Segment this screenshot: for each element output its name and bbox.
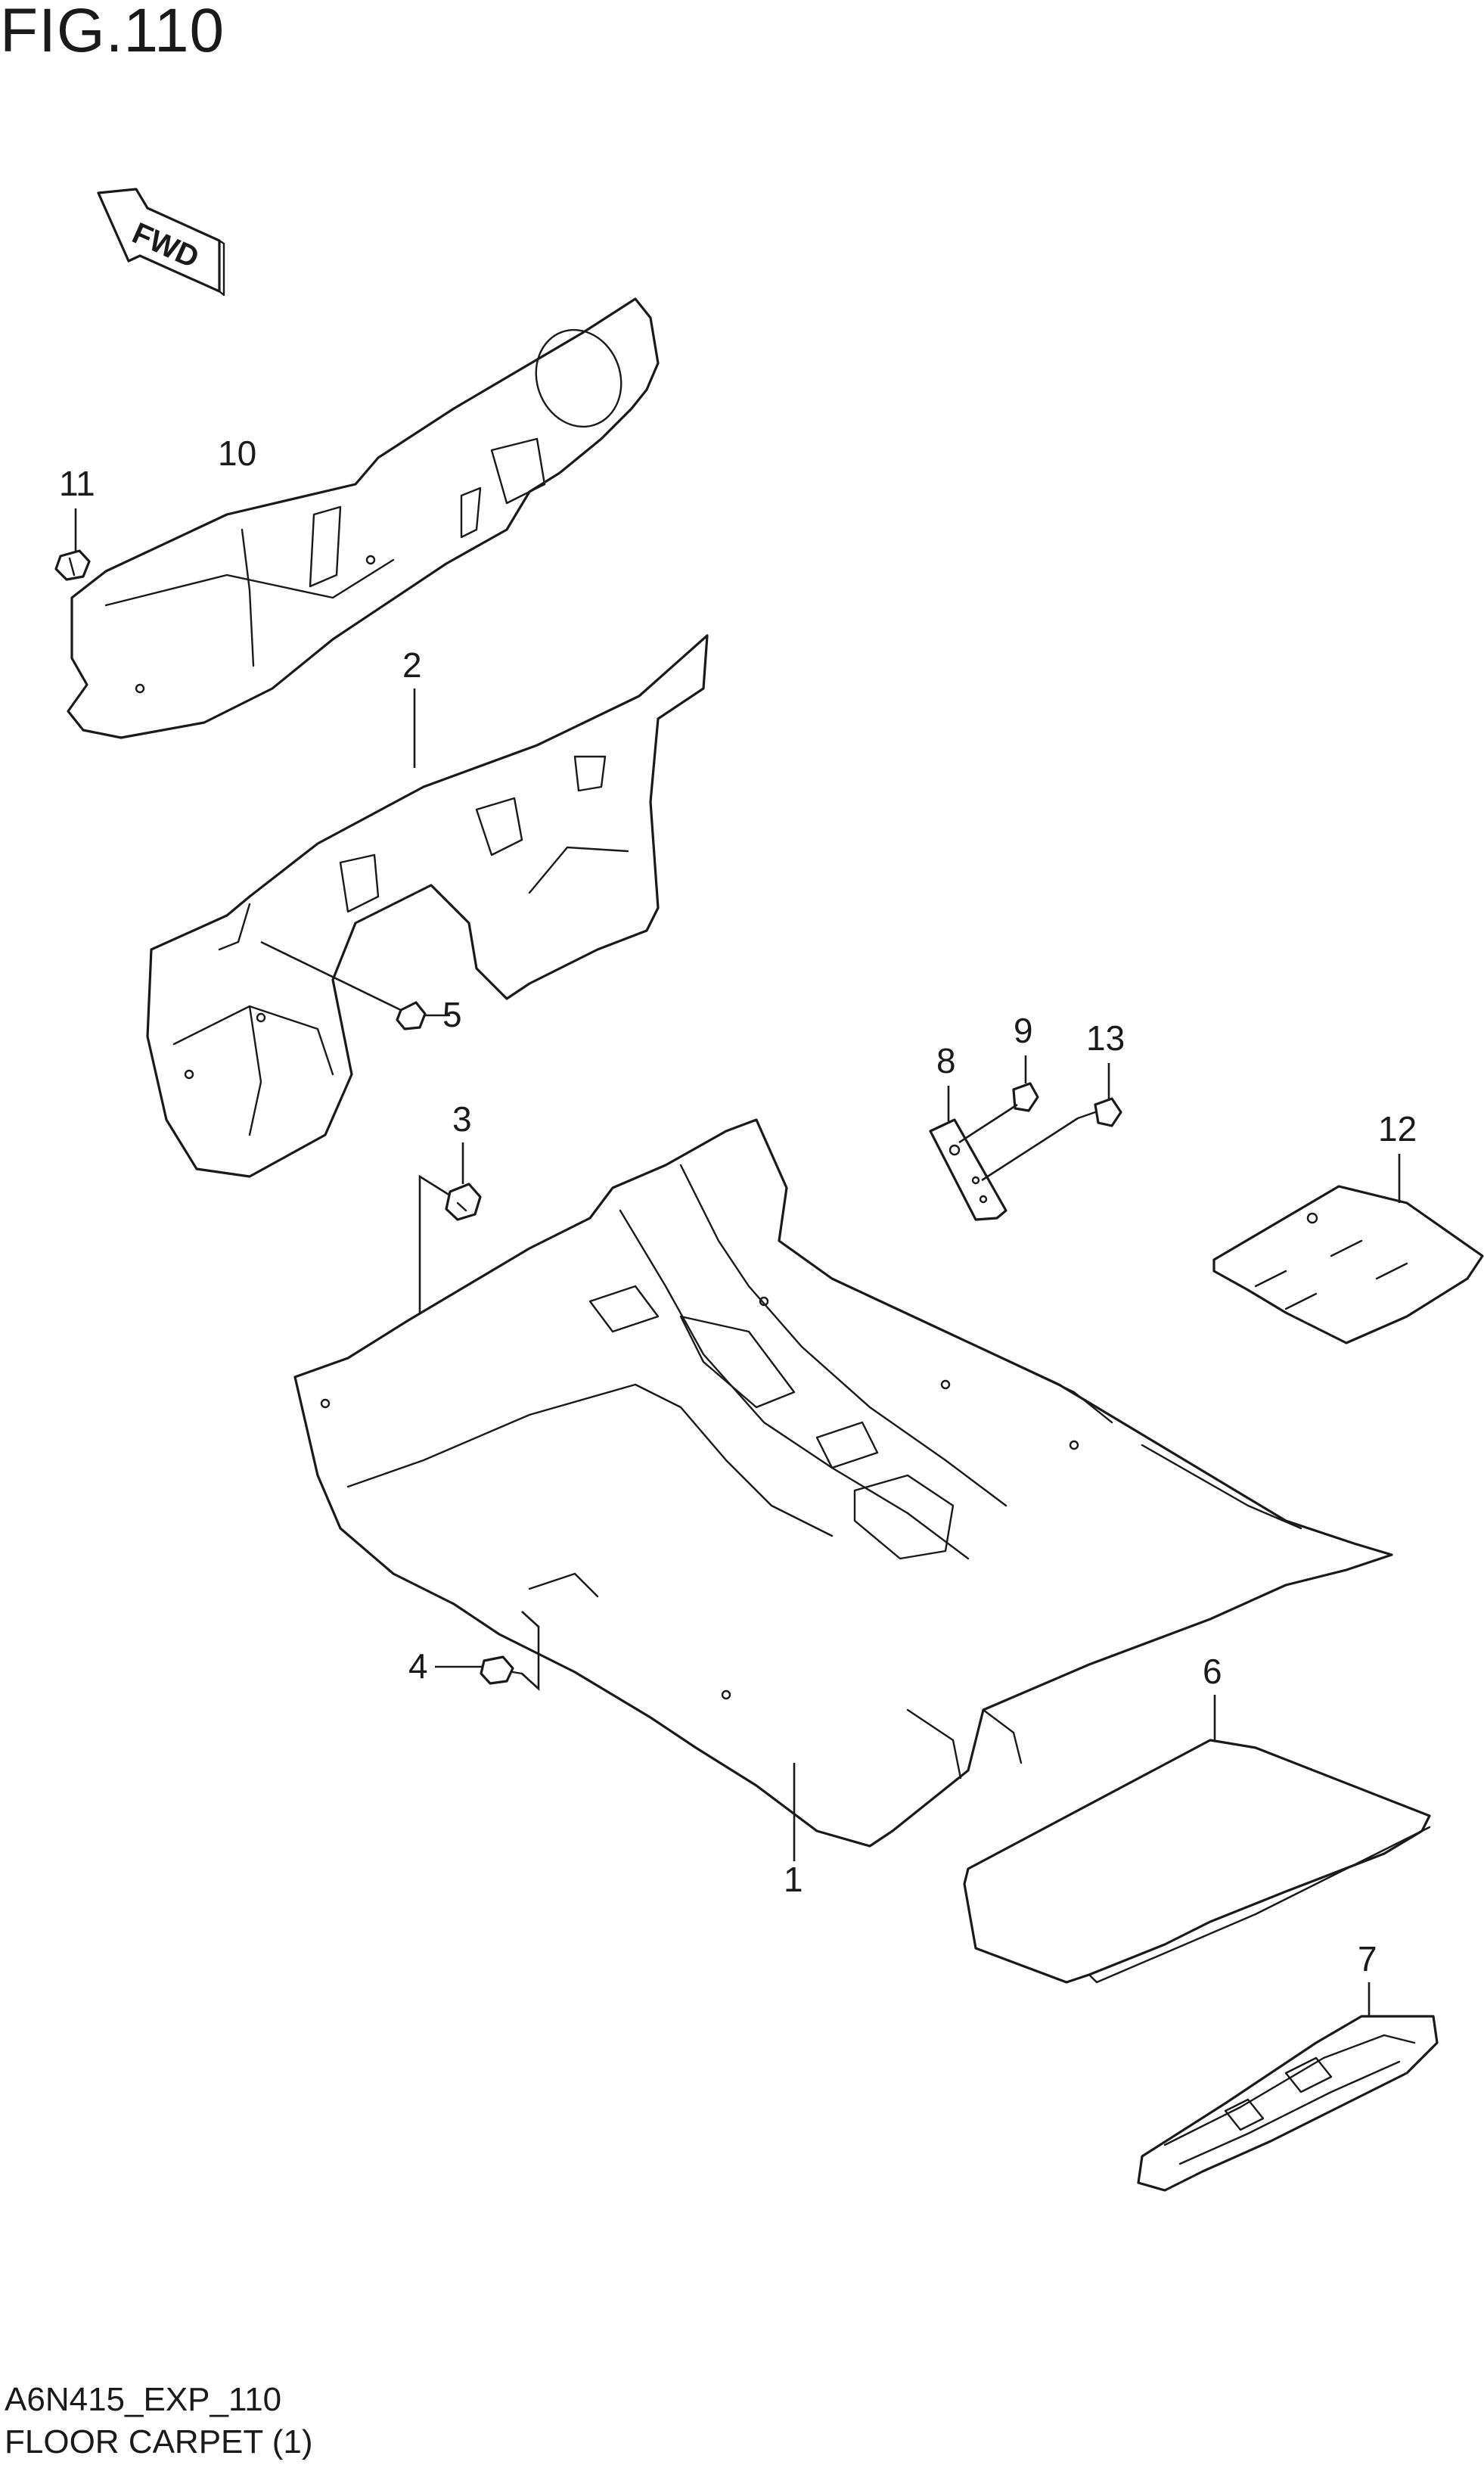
- callout-2: 2: [402, 645, 422, 685]
- figure-code: A6N415_EXP_110: [5, 2381, 282, 2418]
- callout-13: 13: [1086, 1018, 1125, 1058]
- callout-6: 6: [1203, 1652, 1222, 1691]
- part-6-floor-mat[interactable]: [963, 1695, 1431, 1984]
- part-13-screw[interactable]: [981, 1063, 1122, 1182]
- part-10-dash-silencer-upper[interactable]: [67, 297, 660, 739]
- callout-3: 3: [452, 1099, 472, 1139]
- figure-name: FLOOR CARPET (1): [5, 2423, 313, 2460]
- callout-9: 9: [1014, 1011, 1033, 1050]
- callout-5: 5: [442, 995, 462, 1034]
- forward-arrow-icon: [97, 188, 221, 293]
- callout-10: 10: [218, 434, 256, 473]
- callout-12: 12: [1378, 1109, 1417, 1149]
- callout-7: 7: [1358, 1939, 1377, 1978]
- callout-11: 11: [59, 464, 95, 503]
- part-12-plate[interactable]: [1212, 1154, 1484, 1344]
- callout-4: 4: [408, 1646, 428, 1686]
- part-4-clip[interactable]: [435, 1611, 540, 1691]
- part-8-pad[interactable]: [929, 1086, 1007, 1221]
- part-2-dash-silencer[interactable]: [146, 634, 709, 1178]
- part-7-box[interactable]: [1137, 1982, 1439, 2192]
- part-11-clip[interactable]: [54, 508, 91, 581]
- fwd-direction-badge: FWD: [97, 188, 225, 297]
- part-9-screw[interactable]: [958, 1055, 1039, 1144]
- callout-8: 8: [936, 1041, 956, 1080]
- callout-1: 1: [784, 1860, 803, 1899]
- figure-title: FIG.110: [0, 0, 225, 65]
- part-1-floor-carpet[interactable]: [293, 1118, 1393, 1861]
- part-5-clip[interactable]: [260, 940, 450, 1030]
